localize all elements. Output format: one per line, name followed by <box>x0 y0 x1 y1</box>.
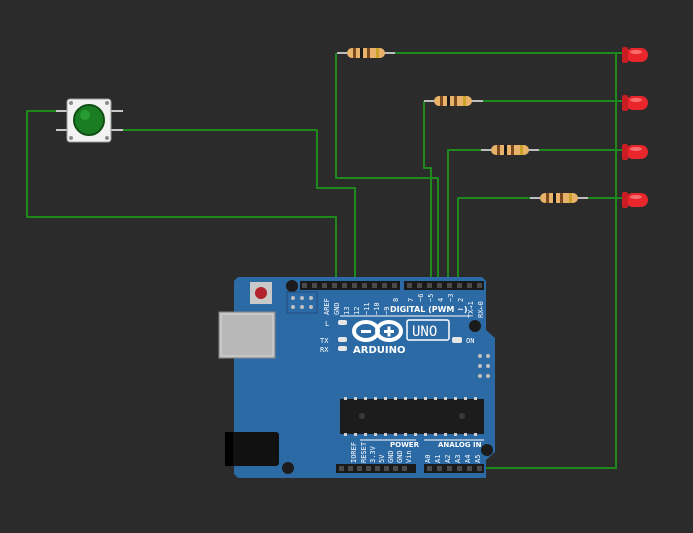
resistor-2[interactable] <box>424 96 483 106</box>
led-1[interactable] <box>622 47 648 63</box>
pin-label-7: 7 <box>407 298 415 302</box>
pin-label-aref: AREF <box>323 298 331 315</box>
wire-resistor3-to-pin3[interactable] <box>447 149 481 284</box>
analog-pin-labels: A0 A1 A2 A3 A4 A5 <box>424 455 482 463</box>
digital-label: DIGITAL (PWM ~) <box>390 305 468 314</box>
led-4[interactable] <box>622 192 648 208</box>
rx-led <box>338 346 347 351</box>
pushbutton-cap[interactable] <box>73 104 105 136</box>
wire-resistor2-to-pin5[interactable] <box>423 101 432 284</box>
pin-label-8: 8 <box>392 298 400 302</box>
on-label: ON <box>466 337 474 345</box>
pin-label-9: ~9 <box>383 307 391 315</box>
pin-label-a3: A3 <box>454 455 462 463</box>
pin-label-12: 12 <box>353 307 361 315</box>
l-led <box>338 320 347 325</box>
wire-resistor4-to-pin2[interactable] <box>457 197 530 284</box>
pin-label-3: ~3 <box>447 294 455 302</box>
power-pin-labels: IOREF RESET 3.3V 5V GND GND Vin <box>350 441 413 463</box>
pin-label-13: 13 <box>343 307 351 315</box>
tx-led <box>338 337 347 342</box>
pin-label-ioref: IOREF <box>350 442 358 463</box>
pin-label-a4: A4 <box>464 455 472 463</box>
pin-label-1: TX→1 <box>467 301 475 318</box>
wires <box>26 52 622 469</box>
model-label: UNO <box>412 324 437 340</box>
digital-header-right[interactable] <box>404 281 484 290</box>
pin-label-a2: A2 <box>444 455 452 463</box>
led-2[interactable] <box>622 95 648 111</box>
wire-led-common[interactable] <box>395 52 617 469</box>
reset-button[interactable] <box>255 287 267 299</box>
digital-header-left[interactable] <box>300 281 400 290</box>
pin-label-vin: Vin <box>405 450 413 463</box>
wire-resistor1-to-pin6[interactable] <box>335 53 439 284</box>
pin-label-reset: RESET <box>360 441 368 463</box>
wire-button-to-pin12[interactable] <box>113 129 356 284</box>
arduino-board[interactable]: AREF GND 13 12 ~11 ~10 ~9 8 7 ~6 ~5 4 ~3… <box>218 277 495 478</box>
analog-label: ANALOG IN <box>438 441 482 449</box>
pushbutton[interactable] <box>56 98 123 143</box>
digital-pin-labels: AREF GND 13 12 ~11 ~10 ~9 8 7 ~6 ~5 4 ~3… <box>323 294 485 318</box>
resistor-1[interactable] <box>337 48 395 58</box>
pin-label-gnd-2: GND <box>396 450 404 463</box>
arduino-logo-icon <box>352 320 403 342</box>
pin-label-3v3: 3.3V <box>369 445 377 463</box>
rx-label: RX <box>320 346 329 354</box>
power-label: POWER <box>390 441 420 449</box>
pin-label-gnd-1: GND <box>387 450 395 463</box>
pin-label-a5: A5 <box>474 455 482 463</box>
brand-label: ARDUINO <box>353 345 405 356</box>
pin-label-2: 2 <box>457 298 465 302</box>
pin-label-gnd: GND <box>333 302 341 315</box>
pin-label-5: ~5 <box>427 294 435 302</box>
pin-label-10: ~10 <box>373 302 381 315</box>
pin-label-a0: A0 <box>424 455 432 463</box>
wire-button-to-gnd[interactable] <box>26 110 337 284</box>
power-jack <box>225 432 279 466</box>
led-3[interactable] <box>622 144 648 160</box>
tx-label: TX <box>320 337 329 345</box>
usb-connector <box>218 311 276 359</box>
pin-label-4: 4 <box>437 298 445 302</box>
on-led <box>452 337 462 343</box>
pin-label-0: RX←0 <box>477 301 485 318</box>
pin-label-6: ~6 <box>417 294 425 302</box>
pin-label-5v: 5V <box>378 454 386 463</box>
analog-header[interactable] <box>424 464 484 473</box>
l-label: L <box>325 320 329 328</box>
resistor-4[interactable] <box>530 193 588 203</box>
pin-label-11: ~11 <box>363 302 371 315</box>
resistor-3[interactable] <box>481 145 539 155</box>
pin-label-a1: A1 <box>434 455 442 463</box>
